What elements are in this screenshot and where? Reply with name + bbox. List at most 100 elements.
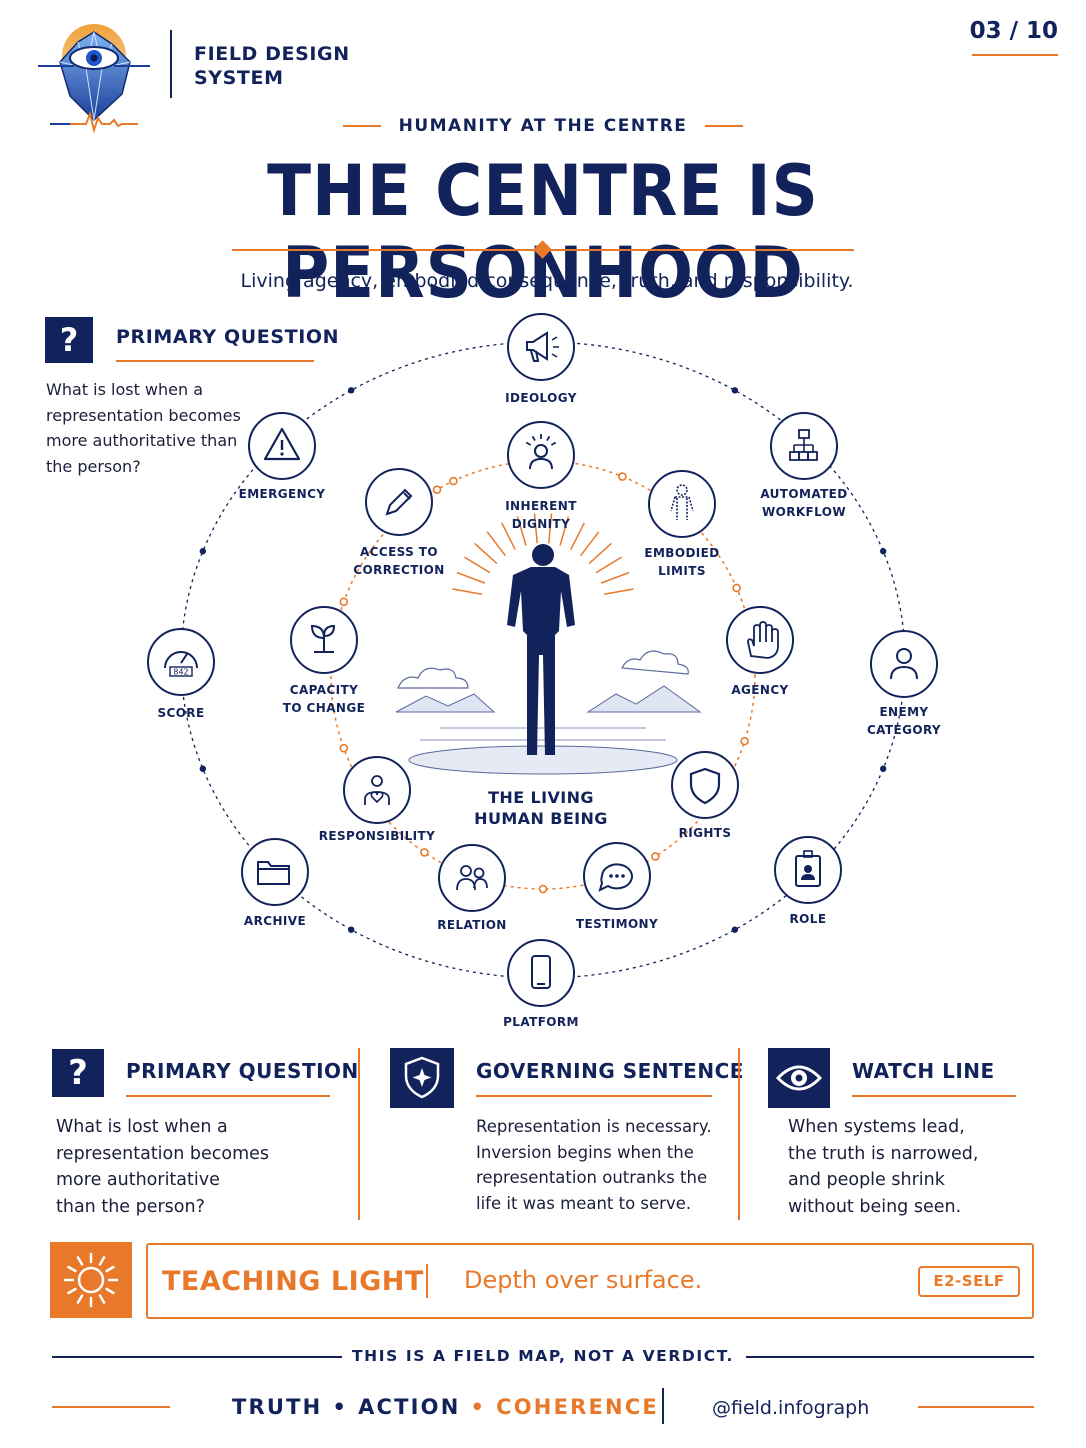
watch-line-line: without being seen. [788, 1196, 962, 1217]
inner_ring-node-label: CAPACITY [290, 683, 358, 697]
outer_ring-node-label: ARCHIVE [244, 914, 306, 928]
value-truth: TRUTH [232, 1395, 323, 1419]
value-coherence: COHERENCE [496, 1395, 659, 1419]
value-separator: • [332, 1395, 349, 1419]
outer-ring-dot [731, 387, 739, 394]
center-label-line1: THE LIVING [488, 788, 594, 807]
inner_ring-node-label: RELATION [437, 918, 507, 932]
outer-ring-dot [199, 765, 207, 772]
outer_ring-node-label: WORKFLOW [762, 505, 846, 519]
outer-ring-dot [879, 548, 887, 555]
brand-name-line2: SYSTEM [194, 67, 284, 89]
outer_ring-node-role: ROLE [774, 836, 842, 926]
footer-divider [662, 1388, 664, 1424]
primary-question-text: What is lost when a representation becom… [56, 1114, 316, 1220]
primary-question-line: than the person? [56, 1196, 205, 1217]
governing-sentence-line: life it was meant to serve. [476, 1193, 692, 1213]
inner_ring-node-label: TESTIMONY [576, 917, 658, 931]
folder-icon [257, 861, 290, 885]
inner-ring-dot [420, 848, 429, 857]
outer_ring-node-label: SCORE [157, 706, 204, 720]
footer-rule-left [52, 1356, 342, 1358]
inner-ring-dot [618, 472, 627, 481]
inner-ring-dot [339, 743, 349, 753]
inner_ring-node-agency: AGENCY [726, 606, 794, 697]
governing-sentence-line: representation outranks the [476, 1168, 708, 1187]
hierarchy-icon [789, 429, 818, 461]
subtitle: Living agency, embodied consequence, tru… [240, 270, 854, 292]
values-line: TRUTH•ACTION•COHERENCE [232, 1395, 659, 1419]
inner_ring-node-label: DIGNITY [512, 517, 570, 531]
outer_ring-node-archive: ARCHIVE [241, 838, 309, 928]
governing-sentence-text: Representation is necessary. Inversion b… [476, 1114, 726, 1216]
radiant-person-icon [525, 434, 557, 470]
value-action: ACTION [358, 1395, 461, 1419]
field-map-note: THIS IS A FIELD MAP, NOT A VERDICT. [351, 1347, 735, 1365]
inner_ring-node-rights: RIGHTS [671, 751, 739, 840]
outer_ring-node-platform: PLATFORM [503, 939, 578, 1029]
footer-accent-left [52, 1406, 170, 1408]
inner_ring-node-label: ACCESS TO [360, 545, 438, 559]
watch-line-title: WATCH LINE [852, 1059, 995, 1083]
brand-name-line1: FIELD DESIGN [194, 43, 350, 65]
outer_ring-node-emergency: EMERGENCY [239, 412, 326, 501]
inner_ring-node-testimony: TESTIMONY [576, 842, 658, 931]
watch-line-line: and people shrink [788, 1170, 945, 1190]
people-icon [456, 865, 488, 891]
inner_ring-node-label: LIMITS [658, 564, 706, 578]
eye-icon [768, 1048, 830, 1108]
outer-ring-dot [731, 926, 739, 933]
outer_ring-node-label: EMERGENCY [239, 487, 326, 501]
inner-ring-dot [732, 583, 741, 593]
id-badge-icon [795, 850, 821, 887]
teaching-light-text: Depth over surface. [464, 1266, 703, 1294]
primary-question-title: PRIMARY QUESTION [126, 1059, 359, 1083]
outer-ring-dot [879, 765, 887, 772]
pencil-icon [385, 488, 413, 516]
star-shield-icon [390, 1048, 454, 1108]
governing-sentence-title: GOVERNING SENTENCE [476, 1059, 744, 1083]
governing-sentence-rule [476, 1095, 712, 1097]
sun-icon [50, 1242, 132, 1318]
kicker-bar-left [342, 125, 381, 127]
center-label-line2: HUMAN BEING [474, 809, 608, 828]
inner_ring-node-label: EMBODIED [644, 546, 719, 560]
person-outline-icon [890, 648, 918, 680]
inner_ring-node-label: INHERENT [505, 499, 577, 513]
outer-ring-dot [347, 926, 355, 933]
outer-ring-dot [199, 548, 207, 555]
inner-ring-dot [651, 852, 660, 861]
page-title: THE CENTRE IS PERSONHOOD [267, 150, 819, 314]
inner_ring-node-label: AGENCY [731, 683, 788, 697]
inner_ring-node-label: RESPONSIBILITY [319, 829, 435, 843]
footer-accent-right [918, 1406, 1034, 1408]
watch-line-rule [852, 1095, 1016, 1097]
brand-name: FIELD DESIGN SYSTEM [194, 42, 354, 90]
outer_ring-node-ideology: IDEOLOGY [505, 313, 576, 405]
teaching-light-label: TEACHING LIGHT [162, 1266, 424, 1297]
personhood-diagram: THE LIVING HUMAN BEING INHERENT DIGNITY EM… [0, 300, 1086, 1040]
inner_ring-node-embodied-limits: EMBODIED LIMITS [644, 470, 719, 578]
warning-icon [263, 427, 301, 461]
teaching-light-badge: E2-SELF [918, 1266, 1020, 1297]
speech-bubble-icon [598, 863, 633, 892]
sprout-icon [310, 624, 336, 653]
inner_ring-node-label: RIGHTS [679, 826, 732, 840]
question-icon: ? [52, 1049, 104, 1097]
governing-sentence-line: Inversion begins when the [476, 1142, 694, 1162]
megaphone-icon [526, 331, 559, 362]
primary-question-title: PRIMARY QUESTION [116, 326, 340, 348]
primary-question-line: more authoritative [56, 1170, 220, 1190]
teaching-light-separator [426, 1264, 428, 1298]
social-handle[interactable]: @field.infograph [712, 1397, 870, 1419]
footer-rule-right [746, 1356, 1034, 1358]
eye-crystal-logo [30, 22, 160, 134]
inner-ring-dot [538, 884, 548, 894]
inner-ring-dot [449, 476, 458, 486]
governing-sentence-line: Representation is necessary. [476, 1117, 712, 1136]
